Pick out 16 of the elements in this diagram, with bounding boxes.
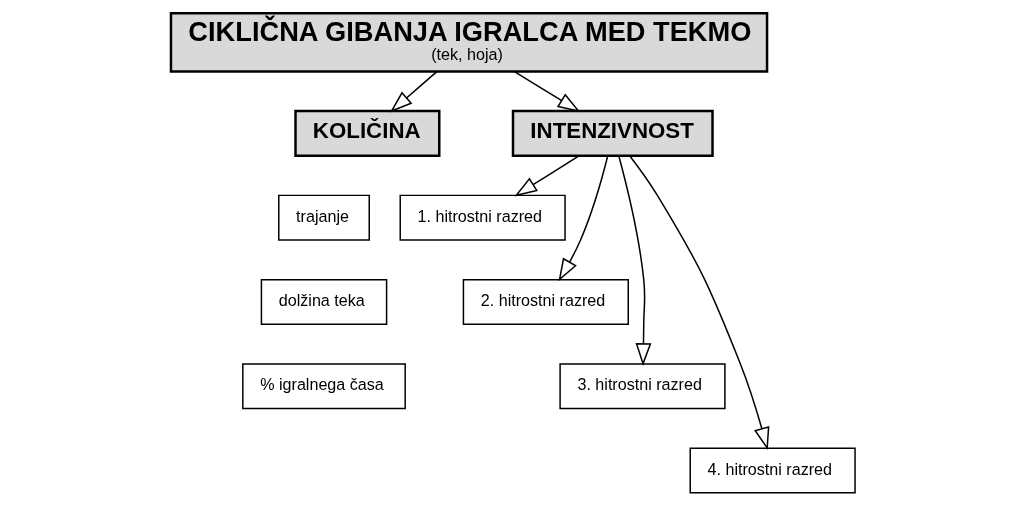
node-box: dolžina teka: [260, 278, 388, 325]
arrow: [513, 70, 581, 113]
arrow: [558, 155, 609, 282]
node-box: % igralnega časa: [242, 363, 406, 410]
arrow: [389, 70, 438, 113]
node-box: 2. hitrostni razred: [462, 278, 629, 325]
arrow: [618, 155, 652, 366]
node-box: 4. hitrostni razred: [689, 447, 856, 494]
node-box: CIKLIČNA GIBANJA IGRALCA MED TEKMO (tek, hoja): [169, 11, 769, 73]
node-box: trajanje: [278, 194, 370, 241]
node-box: 1. hitrostni razred: [399, 194, 566, 241]
node-box: 3. hitrostni razred: [559, 363, 726, 410]
arrow: [514, 155, 580, 197]
node-box: KOLIČINA: [294, 109, 441, 157]
node-box: INTENZIVNOST: [511, 109, 714, 157]
arrow: [629, 155, 770, 451]
